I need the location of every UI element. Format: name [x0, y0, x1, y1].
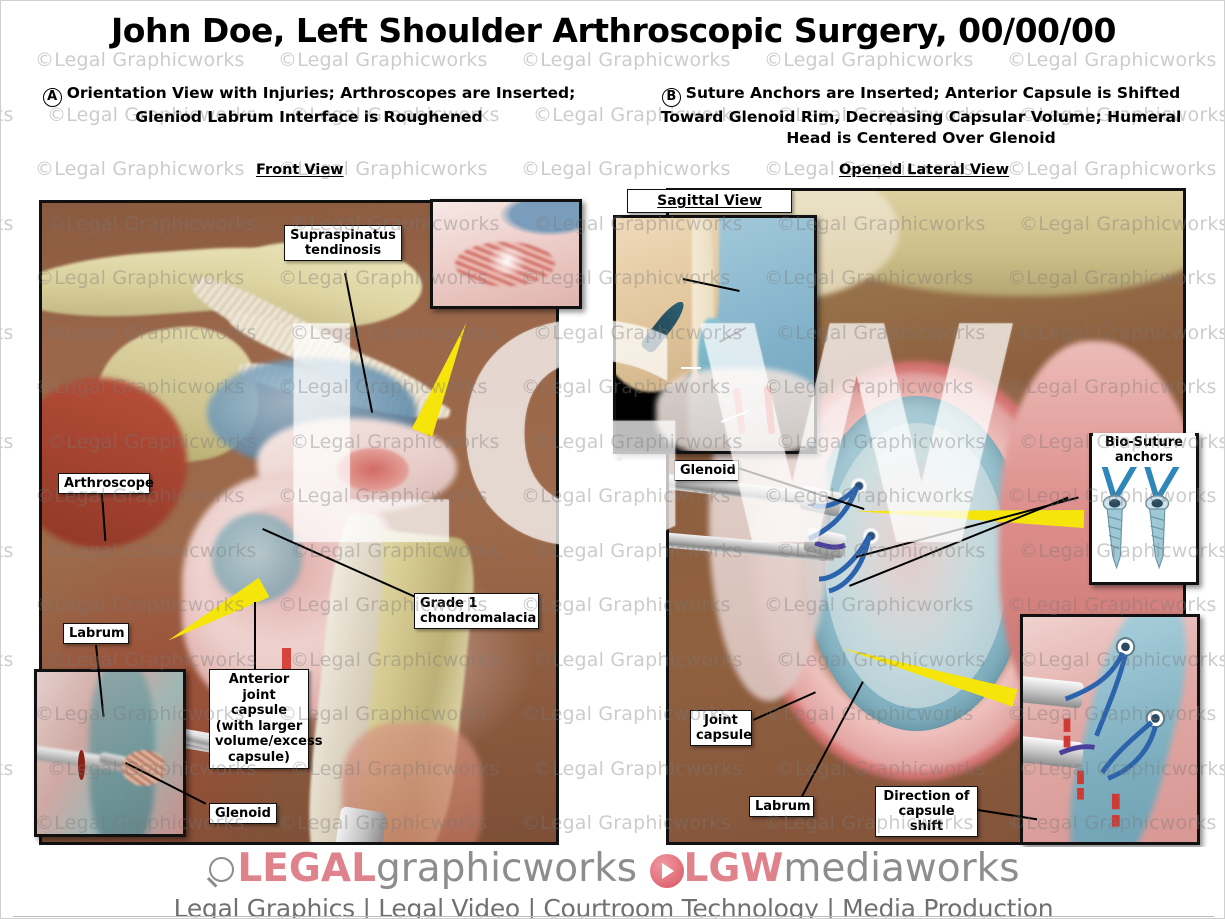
- brand-lockup: LEGALgraphicworks LGWmediaworks: [1, 841, 1224, 897]
- watermark-text: ©Legal Graphicworks: [1, 376, 2, 398]
- watermark-text: ©Legal Graphicworks: [1, 812, 2, 834]
- footer-tagline: Legal Graphics | Legal Video | Courtroom…: [173, 894, 1054, 919]
- label-supraspinatus-tendinosis: Supraspinatus tendinosis: [284, 225, 402, 262]
- label-grade1-chondromalacia: Grade 1 chondromalacia: [414, 593, 539, 630]
- watermark-text: ©Legal Graphicworks: [1, 212, 14, 235]
- leader-anterior-capsule: [254, 602, 256, 670]
- watermark-text: ©Legal Graphicworks: [1, 103, 14, 126]
- footer-branding: LEGALgraphicworks LGWmediaworks Legal Gr…: [1, 846, 1224, 919]
- footer-divider: [13, 916, 1214, 917]
- leader-sagittal-capsule: [681, 367, 701, 369]
- panel-a-caption-text: Orientation View with Injuries; Arthrosc…: [66, 84, 576, 126]
- watermark-text: ©Legal Graphicworks: [1, 648, 14, 671]
- watermark-text: ©Legal Graphicworks: [1, 49, 2, 71]
- panel-b-view-label: Opened Lateral View: [839, 162, 1010, 178]
- watermark-text: ©Legal Graphicworks: [1, 321, 14, 344]
- deltoid-muscle: [42, 378, 187, 548]
- watermark-text: ©Legal Graphicworks: [1, 539, 14, 562]
- label-direction-capsule-shift-b: Direction of capsule shift: [875, 786, 978, 838]
- panel-a-badge: A: [42, 88, 62, 107]
- brand-lgw: LGW: [683, 846, 784, 891]
- watermark-text: ©Legal Graphicworks: [1, 594, 2, 616]
- label-bio-suture-anchors: Bio-Suture anchors: [1093, 433, 1195, 468]
- label-labrum-b: Labrum: [749, 796, 814, 818]
- brand-graphicworks: graphicworks: [375, 846, 638, 891]
- watermark-text: ©Legal Graphicworks: [278, 49, 488, 71]
- label-joint-capsule-b: Joint capsule: [690, 710, 752, 747]
- watermark-text: ©Legal Graphicworks: [1, 430, 14, 453]
- watermark-text: ©Legal Graphicworks: [521, 49, 731, 71]
- brand-legal: LEGAL: [237, 846, 376, 891]
- page-title: John Doe, Left Shoulder Arthroscopic Sur…: [111, 11, 1116, 50]
- inset-supraspinatus-closeup: [430, 199, 582, 309]
- label-glenoid-a: Glenoid: [209, 803, 277, 825]
- watermark-text: ©Legal Graphicworks: [1007, 49, 1217, 71]
- label-labrum-a: Labrum: [63, 623, 129, 645]
- label-sagittal-view: Sagittal View: [627, 189, 792, 214]
- label-arthroscope: Arthroscope: [58, 473, 154, 495]
- panel-a-view-label: Front View: [256, 162, 344, 178]
- label-glenoid-b: Glenoid: [674, 460, 739, 482]
- inset-suture-closeup: [1020, 614, 1200, 845]
- watermark-text: ©Legal Graphicworks: [764, 49, 974, 71]
- watermark-text: ©Legal Graphicworks: [1007, 158, 1217, 180]
- watermark-text: ©Legal Graphicworks: [1, 703, 2, 725]
- watermark-text: ©Legal Graphicworks: [1, 267, 2, 289]
- panel-b-badge: B: [661, 88, 681, 107]
- label-anterior-joint-capsule: Anterior joint capsule (with larger volu…: [209, 669, 322, 769]
- brand-mediaworks: mediaworks: [783, 846, 1020, 891]
- watermark-text: ©Legal Graphicworks: [35, 158, 245, 180]
- inset-labrum-glenoid-closeup: [34, 669, 186, 837]
- magnifier-icon: [207, 857, 237, 887]
- tendinosis-lesion: [337, 448, 409, 492]
- watermark-text: ©Legal Graphicworks: [521, 158, 731, 180]
- watermark-text: ©Legal Graphicworks: [1, 158, 2, 180]
- play-circle-icon: [649, 854, 684, 888]
- watermark-text: ©Legal Graphicworks: [1, 485, 2, 507]
- watermark-text: ©Legal Graphicworks: [1, 757, 14, 780]
- glenoid-cartilage: [212, 513, 302, 603]
- panel-b-caption-text: Suture Anchors are Inserted; Anterior Ca…: [660, 84, 1182, 147]
- inset-sagittal-view: [613, 215, 817, 454]
- watermark-text: ©Legal Graphicworks: [35, 49, 245, 71]
- suture-threads: [807, 485, 872, 594]
